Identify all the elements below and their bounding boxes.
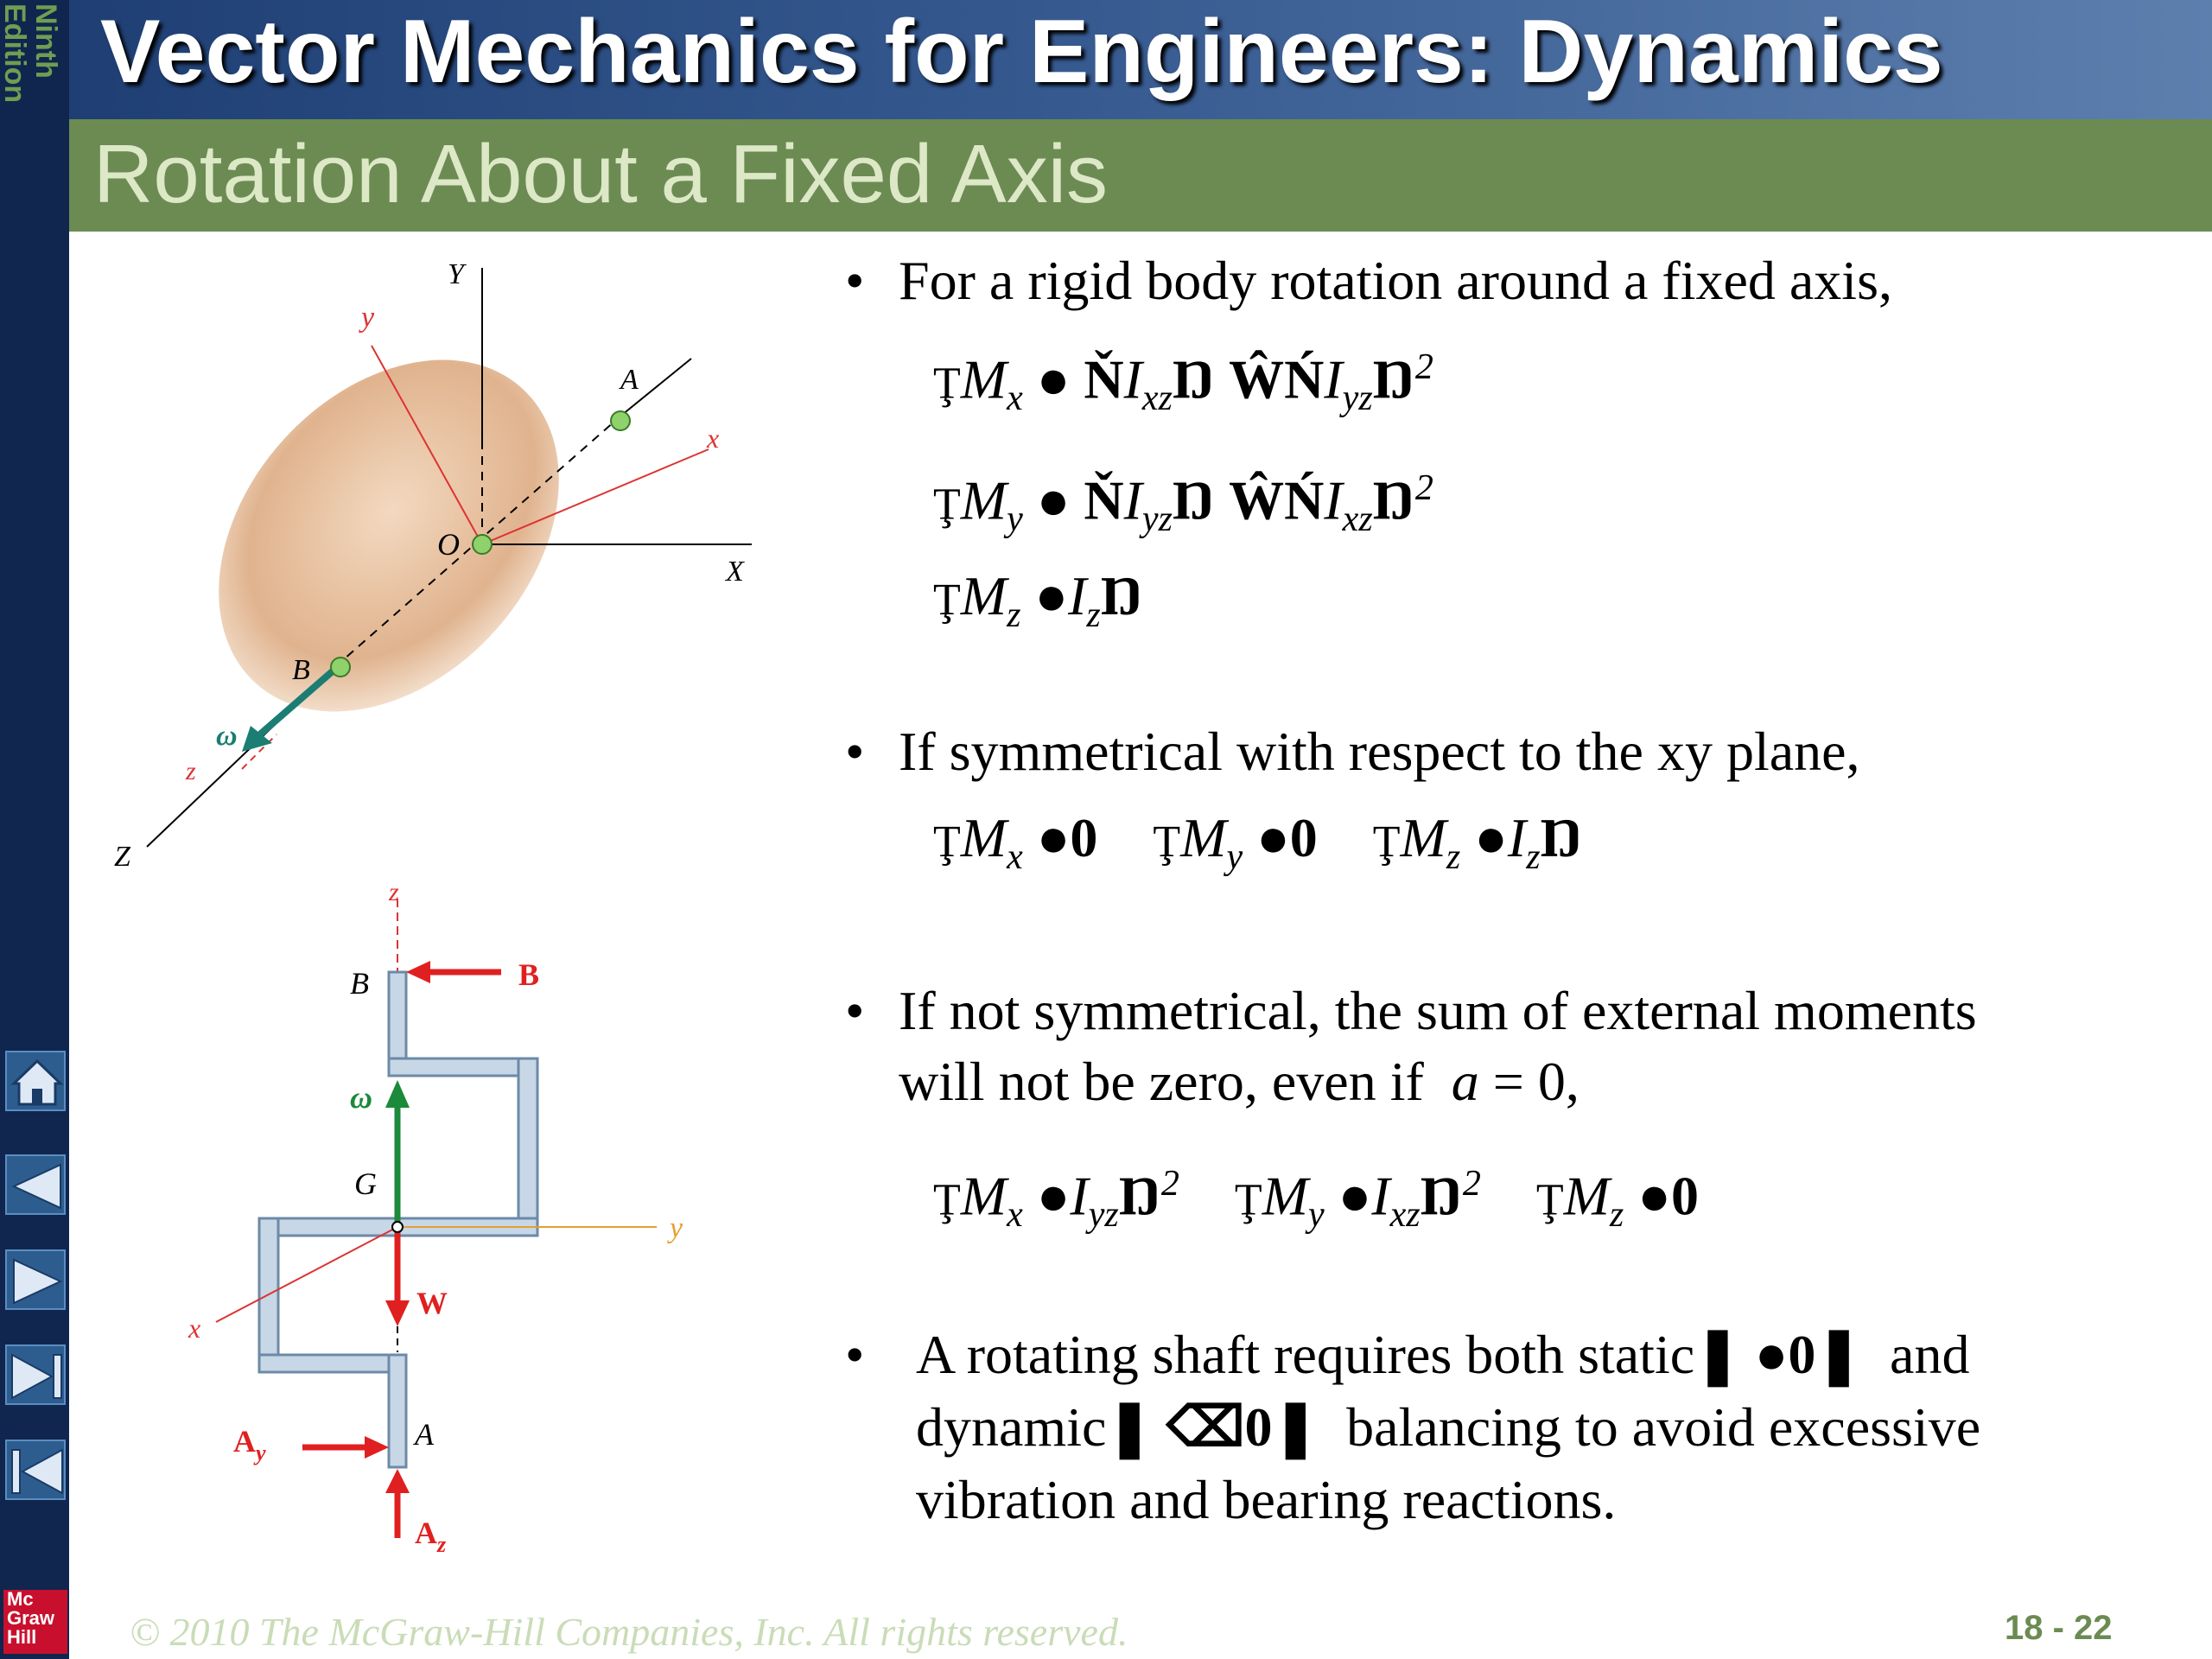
copyright-text: © 2010 The McGraw-Hill Companies, Inc. A…	[130, 1610, 1128, 1654]
equation-1: ŢMx ● ŇIxzŊ ŴŃIyzŊ2	[933, 347, 1433, 419]
label-O: O	[437, 527, 460, 562]
rigid-body-figure: Y y A x O X B ω z Z	[114, 258, 752, 873]
omega-arrow	[252, 660, 344, 742]
label-W: W	[416, 1286, 448, 1320]
previous-icon	[11, 1163, 61, 1210]
equation-2: ŢMy ● ŇIyzŊ ŴŃIxzŊ2	[933, 468, 1433, 540]
home-button[interactable]	[5, 1051, 66, 1111]
label-B: B	[292, 654, 310, 686]
label-z: z	[185, 757, 196, 785]
equation-3: ŢMz ●IzŊ	[933, 565, 1143, 635]
equation-4: ŢMx ●0 ŢMy ●0 ŢMz ●IzŊ	[933, 807, 1583, 877]
last-slide-button[interactable]	[5, 1344, 66, 1405]
rigid-body	[219, 359, 559, 712]
shaft-figure: z B B ω G y W x A Ay Az	[188, 881, 683, 1557]
previous-button[interactable]	[5, 1154, 66, 1215]
page-number: 18 - 22	[2005, 1609, 2113, 1647]
next-icon	[13, 1258, 63, 1305]
header-bar: Vector Mechanics for Engineers: Dynamics	[69, 0, 2212, 119]
y-axis	[371, 345, 483, 545]
edition-line-2: Edition	[0, 3, 31, 104]
label-A-point: A	[413, 1417, 435, 1452]
label-omega2: ω	[350, 1080, 372, 1115]
label-x2: x	[188, 1313, 200, 1344]
point-A	[610, 410, 631, 431]
home-icon	[10, 1058, 64, 1106]
sidebar: Ninth Edition Mc Graw Hill	[0, 0, 69, 1659]
label-y: y	[359, 302, 375, 334]
first-icon	[11, 1448, 63, 1495]
bullet-dot: •	[845, 250, 865, 311]
label-Ay: Ay	[233, 1424, 266, 1465]
label-z2: z	[388, 881, 399, 906]
label-y2: y	[667, 1212, 683, 1244]
label-Z: Z	[114, 841, 131, 873]
label-x: x	[706, 423, 719, 454]
point-G	[391, 1221, 404, 1233]
edition-line-1: Ninth	[29, 3, 62, 79]
label-Az: Az	[415, 1516, 447, 1557]
bullet-2-text: If symmetrical with respect to the xy pl…	[899, 721, 1860, 782]
x-axis-2	[215, 1226, 398, 1323]
first-slide-button[interactable]	[5, 1440, 66, 1500]
subtitle-bar: Rotation About a Fixed Axis	[69, 119, 2212, 232]
label-Y: Y	[448, 258, 467, 290]
page-title: Vector Mechanics for Engineers: Dynamics	[100, 2, 1943, 102]
equation-5: ŢMx ●IyzŊ2 ŢMy ●IxzŊ2 ŢMz ●0	[933, 1164, 1699, 1236]
section-title: Rotation About a Fixed Axis	[93, 128, 1109, 220]
label-X: X	[724, 556, 745, 588]
next-button[interactable]	[5, 1249, 66, 1310]
label-A: A	[619, 364, 639, 396]
x-axis	[481, 448, 709, 545]
label-omega: ω	[216, 720, 238, 752]
label-B-force: B	[518, 957, 539, 992]
point-B	[330, 657, 351, 677]
label-B-point: B	[350, 966, 369, 1001]
point-O	[472, 534, 493, 555]
mcgraw-hill-logo: Mc Graw Hill	[3, 1590, 67, 1654]
bullet-3-line-1: If not symmetrical, the sum of external …	[899, 980, 1977, 1041]
bullet-1-text: For a rigid body rotation around a fixed…	[899, 250, 1892, 311]
last-icon	[11, 1353, 62, 1400]
label-G: G	[354, 1166, 377, 1201]
edition-label: Ninth Edition	[0, 0, 69, 130]
